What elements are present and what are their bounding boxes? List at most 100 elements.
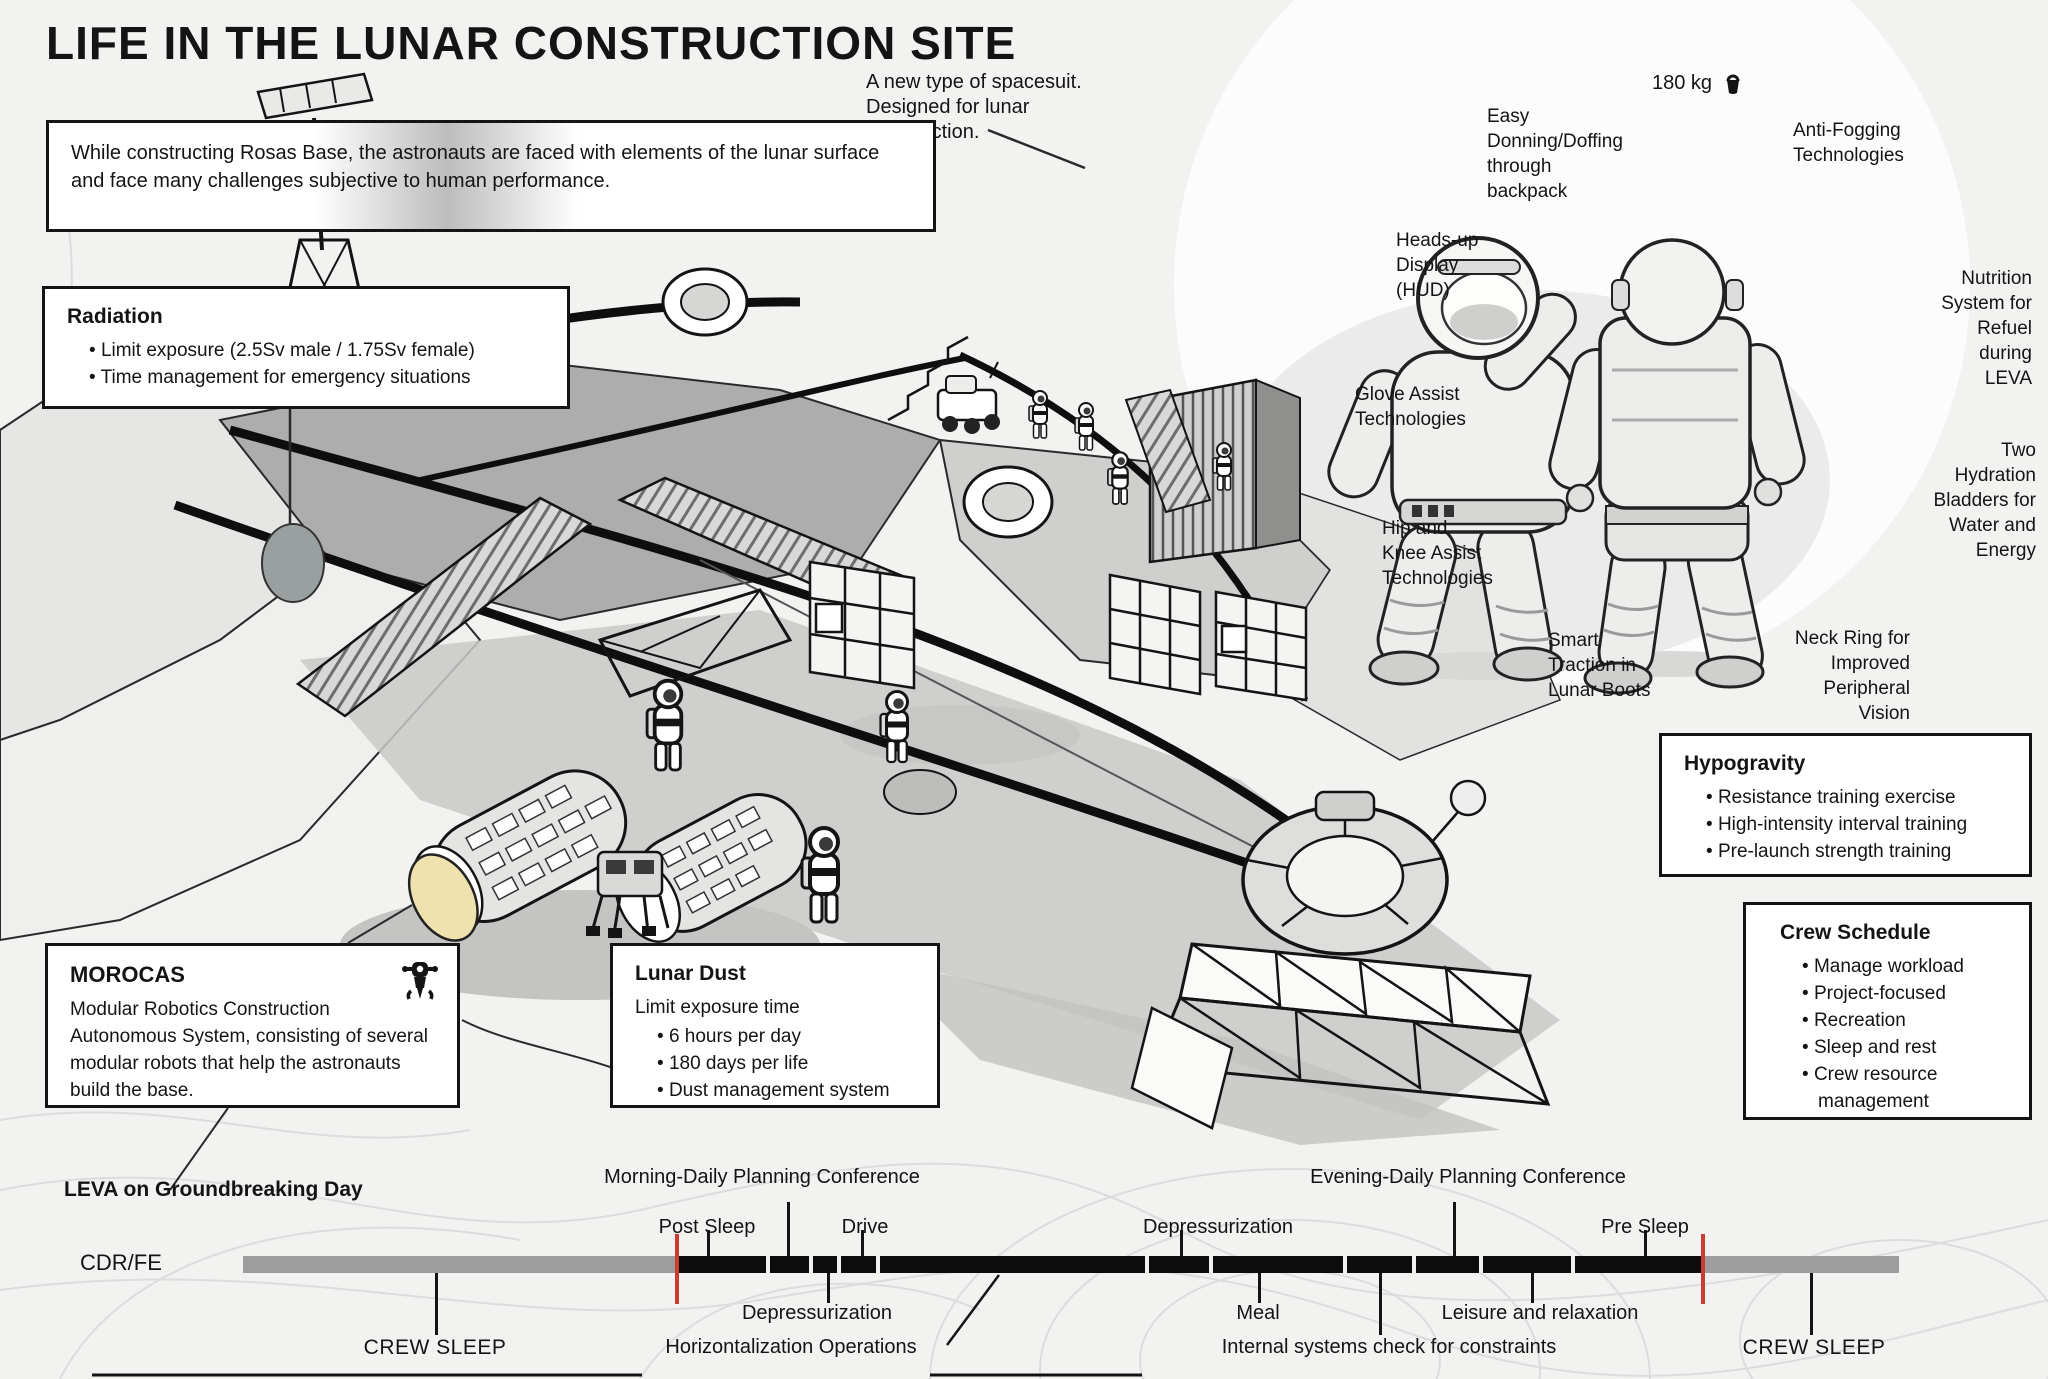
label-anti-fogging: Anti-Fogging Technologies [1793,120,1904,166]
crew-schedule-bullet: Recreation [1794,1007,2007,1034]
crew-schedule-box: Crew Schedule Manage workload Project-fo… [1743,902,2032,1120]
radiation-bullet: Time management for emergency situations [81,364,545,391]
timeline-tick-morning-conference [787,1202,790,1256]
crew-schedule-bullet: Project-focused [1794,980,2007,1007]
event-meal: Meal [1236,1302,1280,1324]
timeline-segment-gap [876,1256,880,1273]
timeline-tick-depressurization-2 [1180,1230,1183,1256]
spacesuit-note: A new type of spacesuit. Designed for lu… [866,71,1082,143]
hypogravity-bullet: Resistance training exercise [1698,784,2007,811]
module-cluster [407,769,808,943]
eva-end-marker [1701,1234,1705,1304]
lunar-dust-bullet: 180 days per life [649,1050,915,1077]
weight-icon [1726,74,1740,94]
label-neck-ring: Neck Ring for Improved Peripheral Vision [1794,628,1910,724]
radiation-marker-circle [261,523,325,603]
hypogravity-bullet: High-intensity interval training [1698,811,2007,838]
timeline-eva-segment [677,1256,1703,1273]
event-horizontalization: Horizontalization Operations [665,1336,917,1358]
morocas-box: MOROCAS Modular Robotics Construction Au… [45,943,460,1108]
habitat [295,267,1301,718]
contour-lines [0,179,2048,1379]
label-hip-knee: Hip and Knee Assist Technologies [1382,518,1493,589]
timeline-segment-gap [1343,1256,1347,1273]
lunar-dust-bullet: 6 hours per day [649,1023,915,1050]
hypogravity-heading: Hypogravity [1684,752,1806,775]
event-internal-check: Internal systems check for constraints [1221,1336,1557,1358]
lunar-dust-list: 6 hours per day 180 days per life Dust m… [635,1023,915,1104]
label-hud: Heads-up Display (HUD) [1396,230,1479,301]
morocas-heading: MOROCAS [70,962,185,987]
spacesuit-front-view [1327,236,1577,686]
hypogravity-box: Hypogravity Resistance training exercise… [1659,733,2032,877]
timeline-segment-gap [809,1256,813,1273]
crew-schedule-list: Manage workload Project-focused Recreati… [1780,953,2007,1115]
morocas-robot [586,850,670,938]
lunar-dust-box: Lunar Dust Limit exposure time 6 hours p… [610,943,940,1108]
timeline-row-label: CDR/FE [80,1250,162,1275]
timeline-segment-gap [1412,1256,1416,1273]
lunar-dust-bullet: Dust management system [649,1077,915,1104]
label-nutrition: Nutrition System for Refuel during LEVA [1941,268,2032,389]
event-evening-conference: Evening-Daily Planning Conference [1310,1166,1626,1188]
timeline-segment-gap [1571,1256,1575,1273]
timeline-title: LEVA on Groundbreaking Day [64,1178,363,1201]
timeline-tick-drive [861,1230,864,1256]
hypogravity-bullet: Pre-launch strength training [1698,838,2007,865]
timeline-tick-crew-sleep-right [1810,1273,1813,1335]
timeline-segment-gap [837,1256,841,1273]
radiation-box: Radiation Limit exposure (2.5Sv male / 1… [42,286,570,409]
timeline-tick-pre-sleep [1644,1230,1647,1256]
timeline-tick-depressurization-1 [827,1273,830,1303]
crew-schedule-bullet: Manage workload [1794,953,2007,980]
highlight-module-cap [407,853,479,942]
storage-racks [808,560,1308,702]
crew-sleep-left: CREW SLEEP [363,1336,507,1359]
morocas-body: Modular Robotics Construction Autonomous… [70,999,429,1101]
rover [936,361,1000,434]
label-hydration: Two Hydration Bladders for Water and Ene… [1933,440,2036,561]
timeline-bar [243,1202,1899,1335]
event-pre-sleep: Pre Sleep [1601,1216,1689,1238]
timeline-tick-post-sleep [707,1230,710,1256]
radiation-bullet: Limit exposure (2.5Sv male / 1.75Sv fema… [81,337,545,364]
intro-box: While constructing Rosas Base, the astro… [46,120,936,232]
timeline-tick-crew-sleep-left [435,1273,438,1335]
lunar-dust-subheading: Limit exposure time [635,997,800,1018]
eva-start-marker [675,1234,679,1304]
event-depressurization-2: Depressurization [1142,1216,1294,1238]
lunar-dust-heading: Lunar Dust [635,962,746,985]
timeline-tick-meal [1258,1273,1261,1303]
spacesuit-back-view [1548,238,1806,695]
crew-schedule-bullet: Sleep and rest [1794,1034,2007,1061]
leader-lines [169,128,1086,1346]
hypogravity-list: Resistance training exercise High-intens… [1684,784,2007,865]
crew-schedule-bullet: Crew resource management [1794,1061,2007,1115]
event-leisure: Leisure and relaxation [1441,1302,1639,1324]
robot-jackhammer-icon [402,962,438,1000]
timeline-segment-gap [1209,1256,1213,1273]
suit-weight-value: 180 kg [1652,71,1713,94]
label-smart-traction: Smart Traction in Lunar Boots [1548,630,1651,701]
event-post-sleep: Post Sleep [658,1216,756,1238]
crew-schedule-heading: Crew Schedule [1780,921,1931,944]
intro-text: While constructing Rosas Base, the astro… [71,142,880,192]
timeline-segment-gap [1479,1256,1483,1273]
timeline-segment-gap [766,1256,770,1273]
event-depressurization-1: Depressurization [741,1302,893,1324]
event-drive: Drive [841,1216,889,1238]
label-glove-assist: Glove Assist Technologies [1355,384,1466,430]
suit-weight: 180 kg [1652,70,1746,96]
event-morning-conference: Morning-Daily Planning Conference [604,1166,920,1188]
lander-assembly [883,769,1551,1130]
label-easy-donning: Easy Donning/Doffing through backpack [1487,106,1623,202]
timeline-tick-internal-check [1379,1273,1382,1335]
crew-sleep-right: CREW SLEEP [1742,1336,1886,1359]
timeline-segment-gap [1145,1256,1149,1273]
page-title: LIFE IN THE LUNAR CONSTRUCTION SITE [46,17,1017,69]
radiation-heading: Radiation [67,305,163,328]
radiation-list: Limit exposure (2.5Sv male / 1.75Sv fema… [67,337,545,391]
timeline-tick-leisure [1531,1273,1534,1303]
